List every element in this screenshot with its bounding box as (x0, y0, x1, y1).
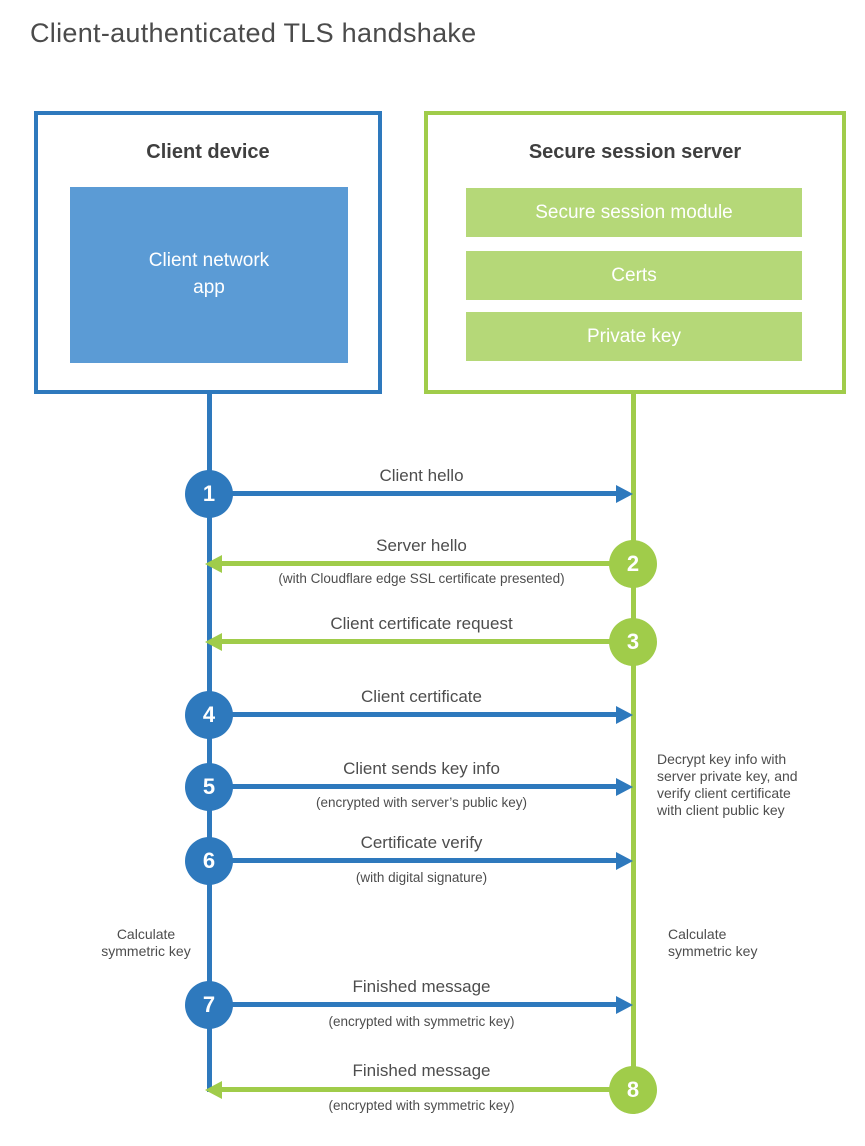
arrow-line (222, 561, 611, 566)
step-2-number-badge: 2 (609, 540, 657, 588)
step-5-label: Client sends key info (343, 759, 500, 778)
server-bar-certs: Certs (466, 251, 802, 300)
step-4-number-badge: 4 (185, 691, 233, 739)
step-8-number-badge: 8 (609, 1066, 657, 1114)
arrow-right-icon (616, 852, 633, 870)
client-network-app-block: Client network app (70, 187, 348, 363)
step-5-number-badge: 5 (185, 763, 233, 811)
arrow-line (232, 858, 617, 863)
arrow-line (232, 1002, 617, 1007)
arrow-right-icon (616, 778, 633, 796)
note-decrypt-key-info: Decrypt key info with server private key… (657, 751, 798, 818)
step-5-sublabel: (encrypted with server’s public key) (315, 795, 528, 810)
client-device-title: Client device (146, 141, 270, 163)
step-8-sublabel: (encrypted with symmetric key) (328, 1098, 515, 1113)
arrow-left-icon (205, 1081, 222, 1099)
arrow-line (232, 712, 617, 717)
note-calculate-symmetric-key-server: Calculate symmetric key (668, 926, 758, 959)
step-6-label: Certificate verify (360, 833, 483, 852)
step-4-label: Client certificate (361, 687, 482, 706)
step-1-label: Client hello (379, 466, 464, 485)
arrow-right-icon (616, 485, 633, 503)
client-network-app-label: Client network app (148, 250, 270, 298)
arrow-line (232, 491, 617, 496)
server-lifeline (631, 393, 636, 1090)
arrow-right-icon (616, 706, 633, 724)
step-2-label: Server hello (376, 536, 467, 555)
page-title: Client-authenticated TLS handshake (30, 18, 477, 48)
arrow-line (222, 1087, 611, 1092)
arrow-line (222, 639, 611, 644)
arrow-left-icon (205, 555, 222, 573)
arrow-right-icon (616, 996, 633, 1014)
step-6-number-badge: 6 (185, 837, 233, 885)
arrow-left-icon (205, 633, 222, 651)
step-2-sublabel: (with Cloudflare edge SSL certificate pr… (278, 571, 565, 586)
server-bar-private-key: Private key (466, 312, 802, 361)
step-3-label: Client certificate request (330, 614, 513, 633)
step-3-number-badge: 3 (609, 618, 657, 666)
step-1-number-badge: 1 (185, 470, 233, 518)
step-7-label: Finished message (352, 977, 491, 996)
secure-session-server-title: Secure session server (528, 141, 742, 163)
step-7-number-badge: 7 (185, 981, 233, 1029)
step-7-sublabel: (encrypted with symmetric key) (328, 1014, 515, 1029)
step-8-label: Finished message (352, 1061, 491, 1080)
arrow-line (232, 784, 617, 789)
client-lifeline (207, 393, 212, 1092)
step-6-sublabel: (with digital signature) (355, 870, 488, 885)
server-bar-secure-session-module: Secure session module (466, 188, 802, 237)
note-calculate-symmetric-key-client: Calculate symmetric key (101, 926, 191, 959)
